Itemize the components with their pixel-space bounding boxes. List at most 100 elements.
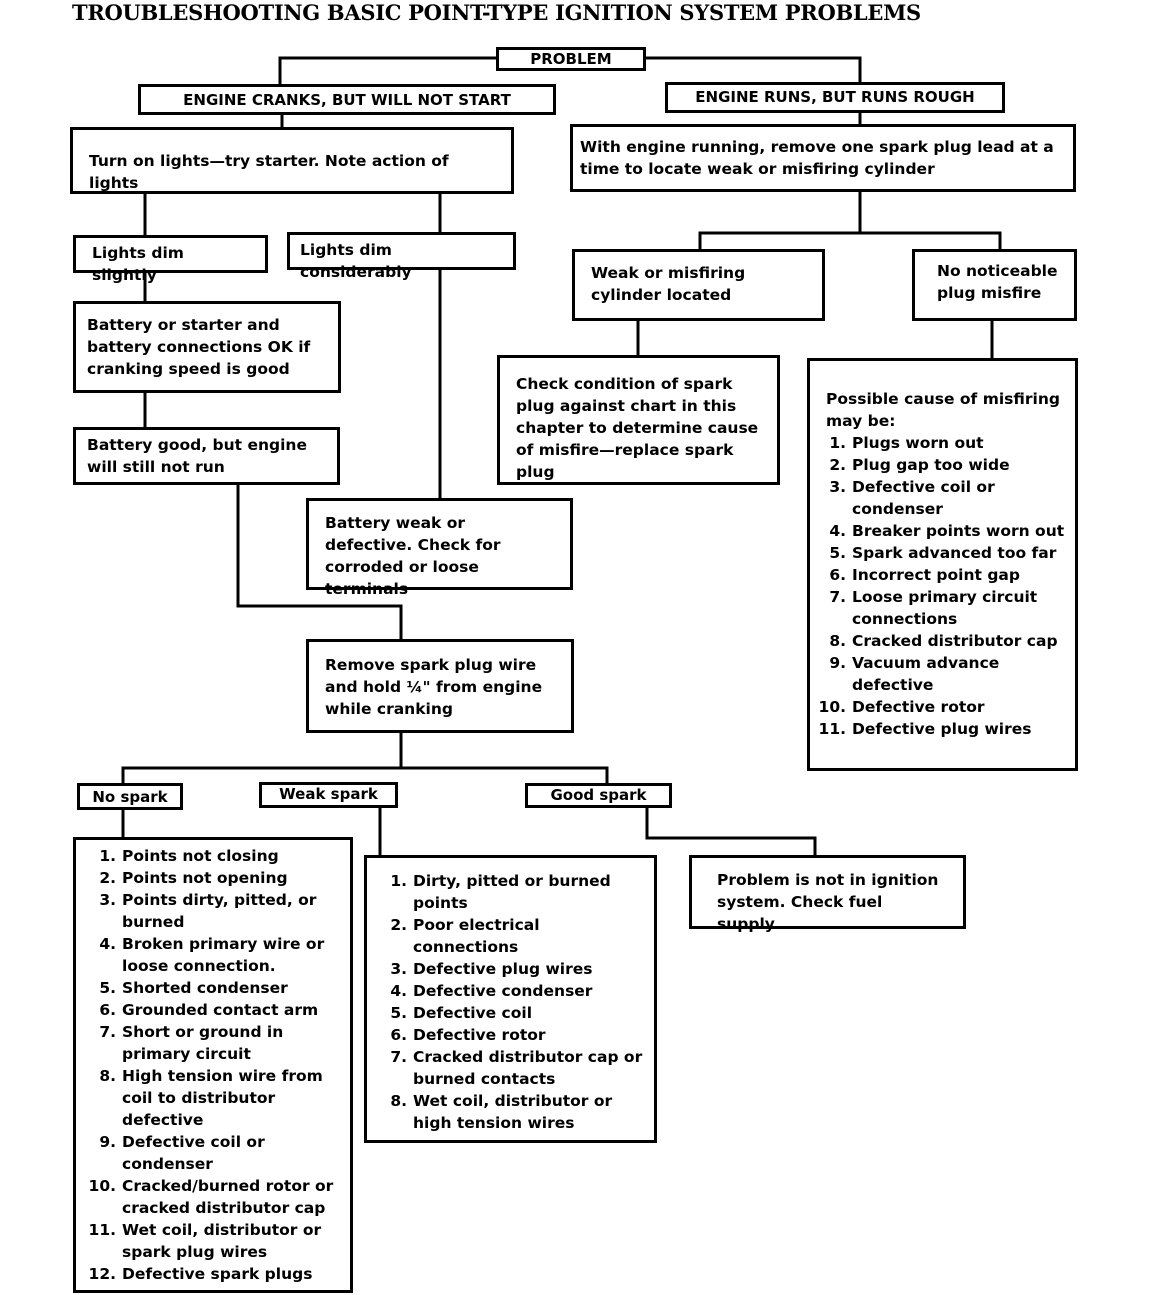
misfire-cause-item: 6.Incorrect point gap xyxy=(806,564,1069,586)
node-not-ignition: Problem is not in ignition system. Check… xyxy=(689,855,966,933)
node-lights-dim-slightly: Lights dim slightly xyxy=(73,235,268,284)
no-spark-cause-item-text: High tension wire from coil to distribut… xyxy=(122,1067,323,1129)
node-text: Turn on lights—try starter. Note action … xyxy=(89,152,449,192)
node-no-spark: No spark xyxy=(77,783,183,810)
misfire-cause-item-text: Cracked distributor cap xyxy=(852,632,1058,650)
no-spark-cause-item-text: Points not closing xyxy=(122,847,279,865)
misfire-cause-item-number: 3. xyxy=(829,478,846,496)
node-text: Lights dim considerably xyxy=(300,241,412,281)
node-text: Weak spark xyxy=(279,785,378,803)
node-good-spark: Good spark xyxy=(525,783,672,808)
node-possible-misfire-causes: Possible cause of misfiring may be: 1. Pl… xyxy=(807,358,1078,771)
no-spark-cause-item-number: 7. xyxy=(99,1023,116,1041)
misfire-cause-item-number: 9. xyxy=(829,654,846,672)
no-spark-cause-item-number: 8. xyxy=(99,1067,116,1085)
no-spark-cause-item: 3.Points dirty, pitted, or burned xyxy=(76,889,346,933)
weak-spark-cause-item-number: 7. xyxy=(390,1048,407,1066)
weak-spark-cause-item-text: Wet coil, distributor or high tension wi… xyxy=(413,1092,613,1132)
weak-spark-cause-item-text: Defective condenser xyxy=(413,982,593,1000)
misfire-cause-item: 1. Plugs worn out xyxy=(806,432,1069,454)
weak-spark-cause-item-text: Defective plug wires xyxy=(413,960,593,978)
no-spark-cause-item: 12.Defective spark plugs xyxy=(76,1263,346,1285)
misfire-cause-item: 7.Loose primary circuit connections xyxy=(806,586,1069,630)
no-spark-cause-item: 4. Broken primary wire or loose connectio… xyxy=(76,933,346,977)
node-text: ENGINE RUNS, BUT RUNS ROUGH xyxy=(695,88,975,106)
weak-spark-cause-item-text: Defective coil xyxy=(413,1004,533,1022)
misfire-cause-item-number: 2. xyxy=(829,456,846,474)
no-spark-cause-item-number: 12. xyxy=(88,1265,116,1283)
misfire-intro: Possible cause of misfiring may be: xyxy=(826,390,1060,430)
connector xyxy=(643,56,862,85)
weak-spark-cause-item-text: Cracked distributor cap or burned contac… xyxy=(413,1048,643,1088)
no-spark-cause-item: 6.Grounded contact arm xyxy=(76,999,346,1021)
weak-spark-cause-item-text: Poor electrical connections xyxy=(413,916,540,956)
misfire-cause-item: 5.Spark advanced too far xyxy=(806,542,1069,564)
no-spark-cause-item-number: 10. xyxy=(88,1177,116,1195)
node-text: Battery weak or defective. Check for cor… xyxy=(325,514,501,598)
misfire-cause-item-text: Defective coil or condenser xyxy=(852,478,995,518)
node-text: With engine running, remove one spark pl… xyxy=(580,138,1054,178)
weak-spark-cause-item: 5. Defective coil xyxy=(367,1002,650,1024)
node-check-spark-plug: Check condition of spark plug against ch… xyxy=(497,355,780,485)
node-turn-on-lights: Turn on lights—try starter. Note action … xyxy=(70,127,514,194)
no-spark-cause-item-text: Broken primary wire or loose connection. xyxy=(122,935,325,975)
misfire-cause-item-number: 5. xyxy=(829,544,846,562)
no-spark-cause-item: 1.Points not closing xyxy=(76,845,346,867)
weak-spark-cause-item: 2.Poor electrical connections xyxy=(367,914,650,958)
weak-spark-cause-item: 1.Dirty, pitted or burned points xyxy=(367,870,650,914)
weak-spark-cause-item: 6.Defective rotor xyxy=(367,1024,650,1046)
no-spark-cause-item: 2.Points not opening xyxy=(76,867,346,889)
weak-spark-cause-item-text: Dirty, pitted or burned points xyxy=(413,872,611,912)
node-problem: PROBLEM xyxy=(496,47,646,71)
misfire-cause-item-text: Defective rotor xyxy=(852,698,985,716)
weak-spark-cause-item-number: 4. xyxy=(390,982,407,1000)
no-spark-cause-item-number: 2. xyxy=(99,869,116,887)
node-battery-connections-ok: Battery or starter and battery connectio… xyxy=(73,301,341,393)
connector xyxy=(121,766,609,786)
misfire-cause-item-text: Vacuum advance defective xyxy=(852,654,1000,694)
no-spark-cause-item: 5.Shorted condenser xyxy=(76,977,346,999)
node-battery-weak: Battery weak or defective. Check for cor… xyxy=(306,498,573,598)
no-spark-cause-item-number: 4. xyxy=(99,935,116,953)
misfire-cause-item-number: 10. xyxy=(818,698,846,716)
misfire-cause-item: 10. Defective rotor xyxy=(806,696,1069,718)
node-engine-cranks-no-start: ENGINE CRANKS, BUT WILL NOT START xyxy=(138,84,556,115)
no-spark-cause-item-text: Defective coil or condenser xyxy=(122,1133,265,1173)
misfire-cause-item-text: Breaker points worn out xyxy=(852,522,1065,540)
no-spark-cause-item: 10. Cracked/burned rotor or cracked distr… xyxy=(76,1175,346,1219)
node-text: Good spark xyxy=(550,786,647,804)
misfire-cause-item: 4. Breaker points worn out xyxy=(806,520,1069,542)
no-spark-cause-item-text: Wet coil, distributor or spark plug wire… xyxy=(122,1221,322,1261)
connector xyxy=(698,231,1002,252)
node-battery-good-no-run: Battery good, but engine will still not … xyxy=(73,427,340,485)
misfire-cause-item: 2. Plug gap too wide xyxy=(806,454,1069,476)
no-spark-cause-item-text: Cracked/burned rotor or cracked distribu… xyxy=(122,1177,334,1217)
misfire-cause-item-number: 4. xyxy=(829,522,846,540)
node-text: Weak or misfiring cylinder located xyxy=(591,264,746,304)
node-remove-spark-plug-lead: With engine running, remove one spark pl… xyxy=(570,124,1076,192)
misfire-cause-item-text: Plugs worn out xyxy=(852,434,984,452)
node-text: Remove spark plug wire and hold ¼" from … xyxy=(325,656,543,718)
misfire-cause-item-number: 11. xyxy=(818,720,846,738)
misfire-cause-item: 8.Cracked distributor cap xyxy=(806,630,1069,652)
misfire-cause-item-text: Plug gap too wide xyxy=(852,456,1010,474)
no-spark-cause-item-number: 11. xyxy=(88,1221,116,1239)
misfire-cause-item-number: 6. xyxy=(829,566,846,584)
weak-spark-cause-item-text: Defective rotor xyxy=(413,1026,546,1044)
weak-spark-cause-item-number: 5. xyxy=(390,1004,407,1022)
no-spark-cause-item-text: Points dirty, pitted, or burned xyxy=(122,891,317,931)
misfire-cause-item-number: 1. xyxy=(829,434,846,452)
weak-spark-cause-item: 8. Wet coil, distributor or high tension … xyxy=(367,1090,650,1134)
node-text: ENGINE CRANKS, BUT WILL NOT START xyxy=(183,91,511,109)
misfire-cause-item-number: 7. xyxy=(829,588,846,606)
connector xyxy=(645,805,817,858)
weak-spark-cause-item-number: 8. xyxy=(390,1092,407,1110)
weak-spark-cause-item: 4. Defective condenser xyxy=(367,980,650,1002)
misfire-cause-item-text: Defective plug wires xyxy=(852,720,1032,738)
weak-spark-cause-item-number: 3. xyxy=(390,960,407,978)
no-spark-cause-item-text: Shorted condenser xyxy=(122,979,288,997)
node-text: PROBLEM xyxy=(530,50,612,68)
